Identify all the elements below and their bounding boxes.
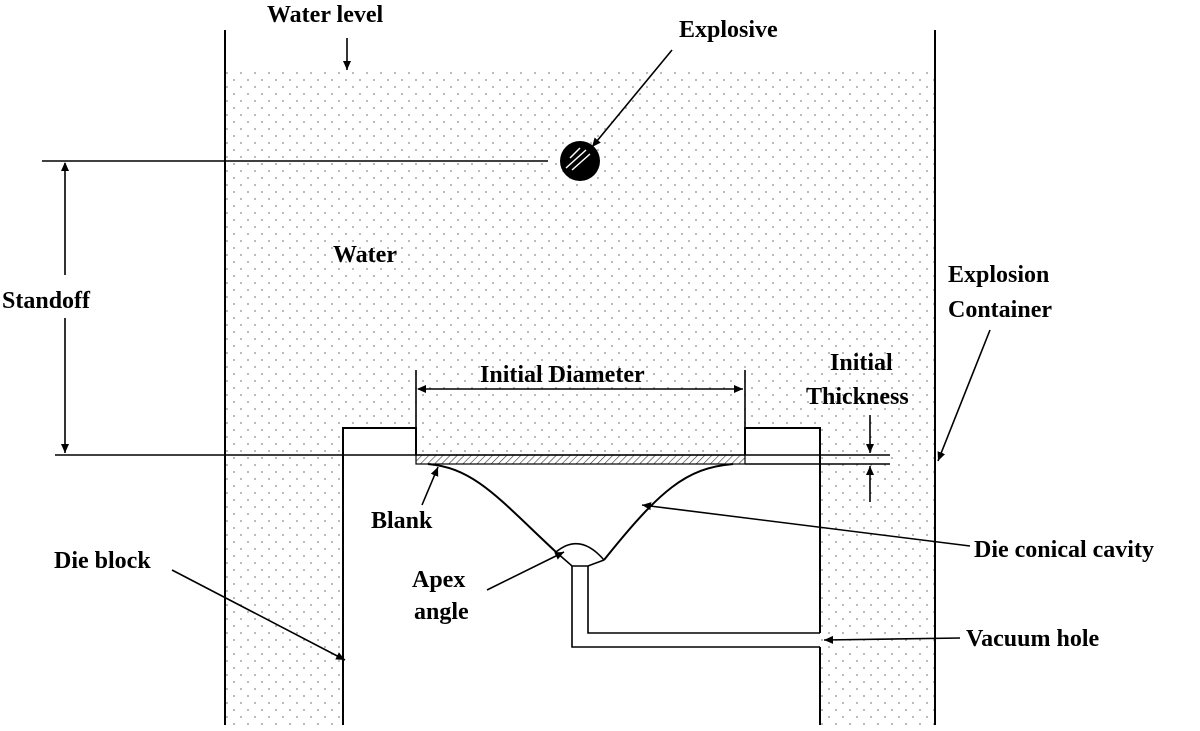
explosion-container-label-line1: Explosion — [948, 262, 1049, 288]
water-label: Water — [333, 242, 397, 268]
explosive-label: Explosive — [679, 17, 778, 43]
apex-angle-label-line1: Apex — [412, 567, 465, 593]
explosion-container-label-line2: Container — [948, 297, 1052, 323]
apex-angle-label-line2: angle — [414, 599, 469, 625]
die-conical-cavity-label: Die conical cavity — [974, 537, 1154, 563]
initial-diameter-dimension — [415, 370, 746, 455]
vacuum-hole-label: Vacuum hole — [966, 626, 1099, 652]
standoff-label: Standoff — [2, 288, 91, 314]
initial-thickness-label-line2: Thickness — [806, 384, 909, 410]
standoff-dimension — [42, 160, 890, 465]
blank-label: Blank — [371, 508, 433, 534]
initial-diameter-label: Initial Diameter — [480, 362, 645, 388]
die-block-label: Die block — [54, 548, 151, 574]
blank-plate — [415, 454, 746, 465]
explosive-charge — [560, 141, 600, 181]
water-level-label: Water level — [267, 2, 384, 28]
explosion-container — [224, 30, 936, 725]
initial-thickness-label-line1: Initial — [830, 350, 893, 376]
leader-arrows — [171, 38, 991, 661]
die-conical-cavity — [427, 463, 820, 648]
